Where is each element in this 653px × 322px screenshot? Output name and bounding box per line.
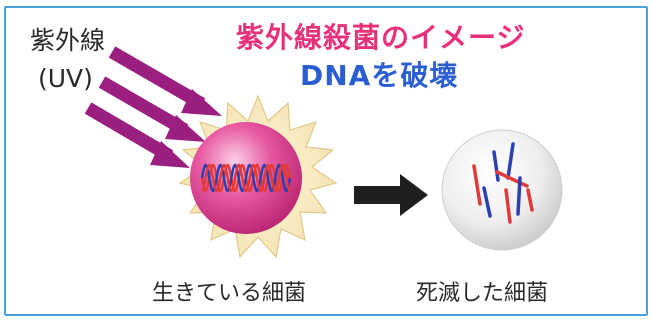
dna-strand	[200, 163, 292, 193]
uv-label: 紫外線	[30, 26, 106, 55]
uv-sublabel: (UV)	[38, 64, 93, 93]
intact-dna	[200, 163, 292, 193]
uv-arrows	[84, 46, 222, 168]
caption-live-bacterium: 生きている細菌	[152, 281, 307, 306]
dna-strand	[201, 163, 291, 193]
transition-arrow	[354, 174, 428, 216]
diagram-subtitle: DNAを破壊	[300, 59, 459, 92]
uv-arrow	[98, 76, 206, 142]
uv-arrow	[108, 46, 222, 116]
dead-bacterium	[441, 129, 563, 251]
diagram-title: 紫外線殺菌のイメージ	[236, 21, 526, 54]
frame-border	[4, 6, 648, 316]
caption-dead-bacterium: 死滅した細菌	[416, 281, 549, 306]
uv-arrow	[84, 102, 190, 168]
broken-dna	[472, 142, 534, 224]
